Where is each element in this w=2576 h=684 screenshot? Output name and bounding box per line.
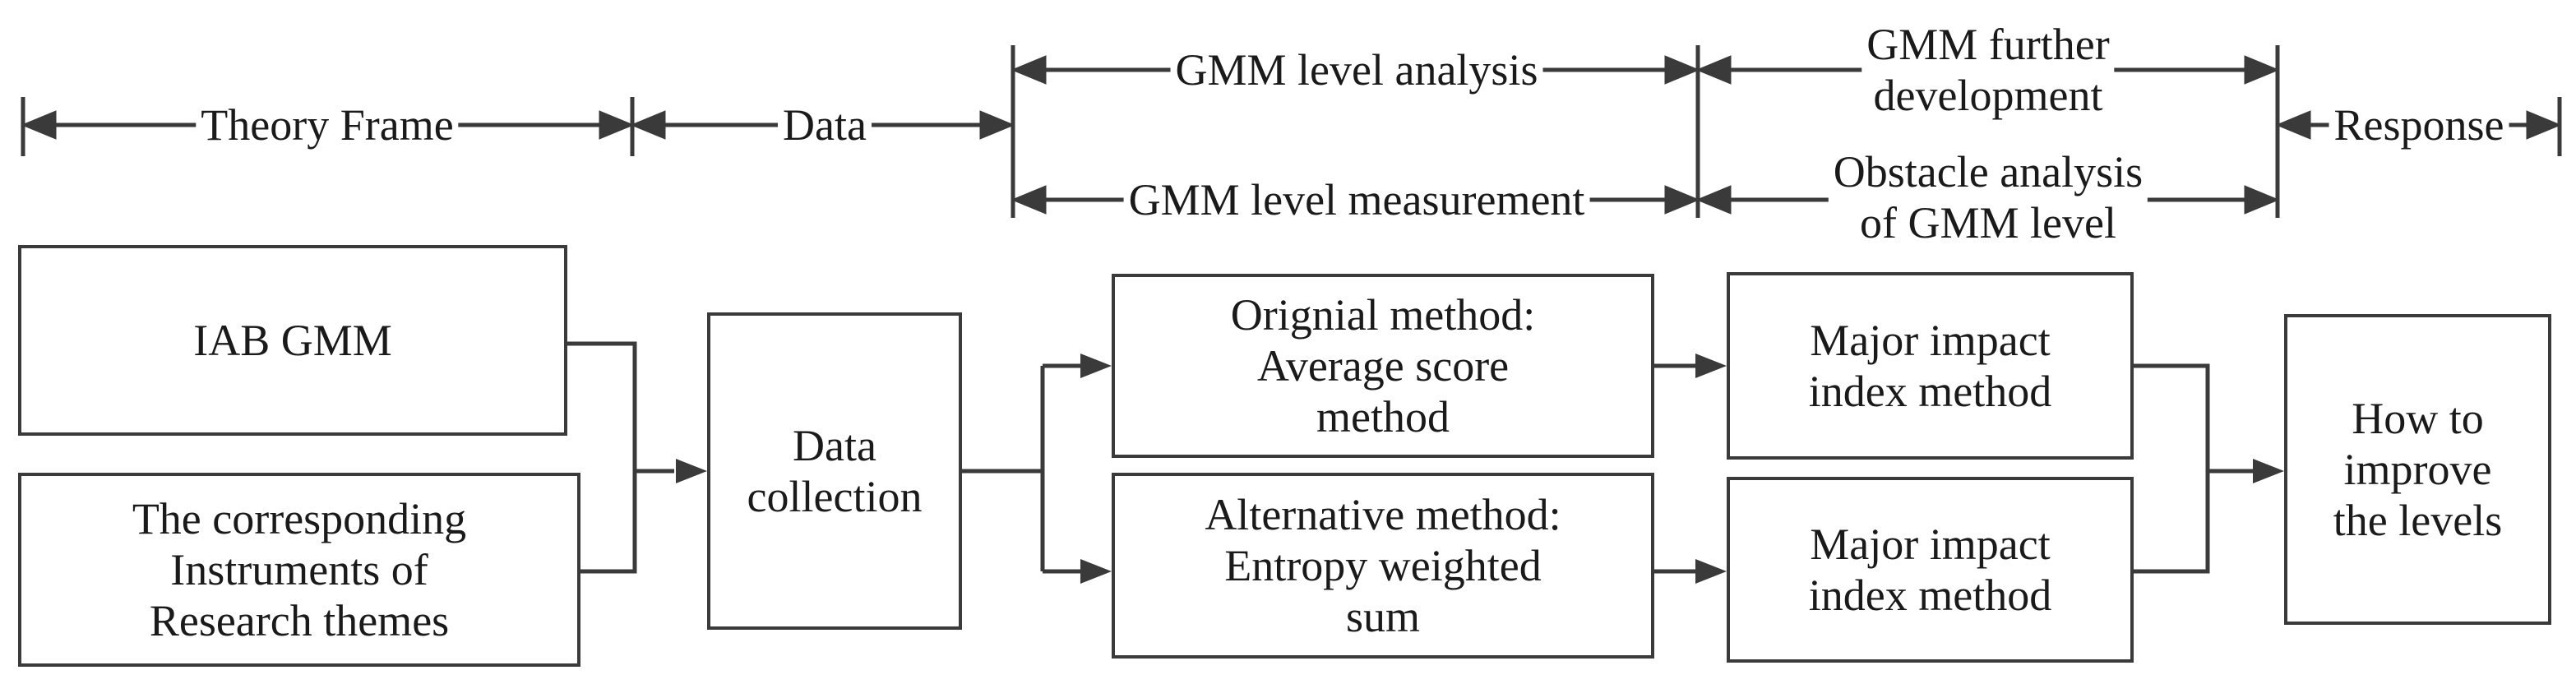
- arrowhead: [1664, 55, 1700, 85]
- box-data-collection: Data collection: [707, 312, 962, 630]
- phase-label-gmm-level-measurement: GMM level measurement: [1123, 174, 1590, 225]
- arrowhead: [21, 110, 57, 140]
- arrowhead: [1695, 559, 1727, 584]
- phase-label-obstacle-analysis: Obstacle analysis of GMM level: [1828, 146, 2148, 248]
- arrowhead: [1695, 354, 1727, 378]
- arrowhead: [2275, 110, 2311, 140]
- arrowhead: [1011, 185, 1047, 215]
- box-iab-gmm: IAB GMM: [18, 245, 567, 436]
- connector-impact-top-out: [2134, 363, 2210, 471]
- arrowhead: [979, 110, 1015, 140]
- flow-arrowheads: [676, 354, 2284, 584]
- phase-label-gmm-further-development: GMM further development: [1861, 19, 2115, 121]
- connector-impact-bottom-out: [2134, 471, 2210, 574]
- arrowhead: [2244, 55, 2280, 85]
- phase-label-data: Data: [778, 99, 872, 150]
- arrowhead: [1695, 55, 1732, 85]
- box-impact-index-top: Major impact index method: [1727, 272, 2134, 460]
- phase-label-gmm-level-analysis: GMM level analysis: [1170, 44, 1543, 95]
- box-instruments: The corresponding Instruments of Researc…: [18, 473, 580, 667]
- arrowhead: [1695, 185, 1732, 215]
- arrowhead: [2526, 110, 2562, 140]
- arrowhead: [1080, 559, 1112, 584]
- arrowhead: [1011, 55, 1047, 85]
- arrowhead: [1080, 354, 1112, 378]
- box-original-method: Orignial method: Average score method: [1112, 274, 1654, 458]
- arrowhead: [599, 110, 635, 140]
- box-alternative-method: Alternative method: Entropy weighted sum: [1112, 473, 1654, 659]
- arrowhead: [676, 459, 707, 483]
- phase-label-response: Response: [2329, 99, 2509, 150]
- connector-iab: [567, 341, 637, 471]
- arrowhead: [2253, 459, 2284, 483]
- phase-label-theory-frame: Theory Frame: [196, 99, 459, 150]
- arrowhead: [2244, 185, 2280, 215]
- arrowhead: [630, 110, 666, 140]
- connector-instruments: [580, 471, 637, 574]
- box-impact-index-bottom: Major impact index method: [1727, 477, 2134, 663]
- arrowhead: [1664, 185, 1700, 215]
- box-improve-levels: How to improve the levels: [2284, 314, 2551, 625]
- phase-dividers: [21, 45, 2562, 218]
